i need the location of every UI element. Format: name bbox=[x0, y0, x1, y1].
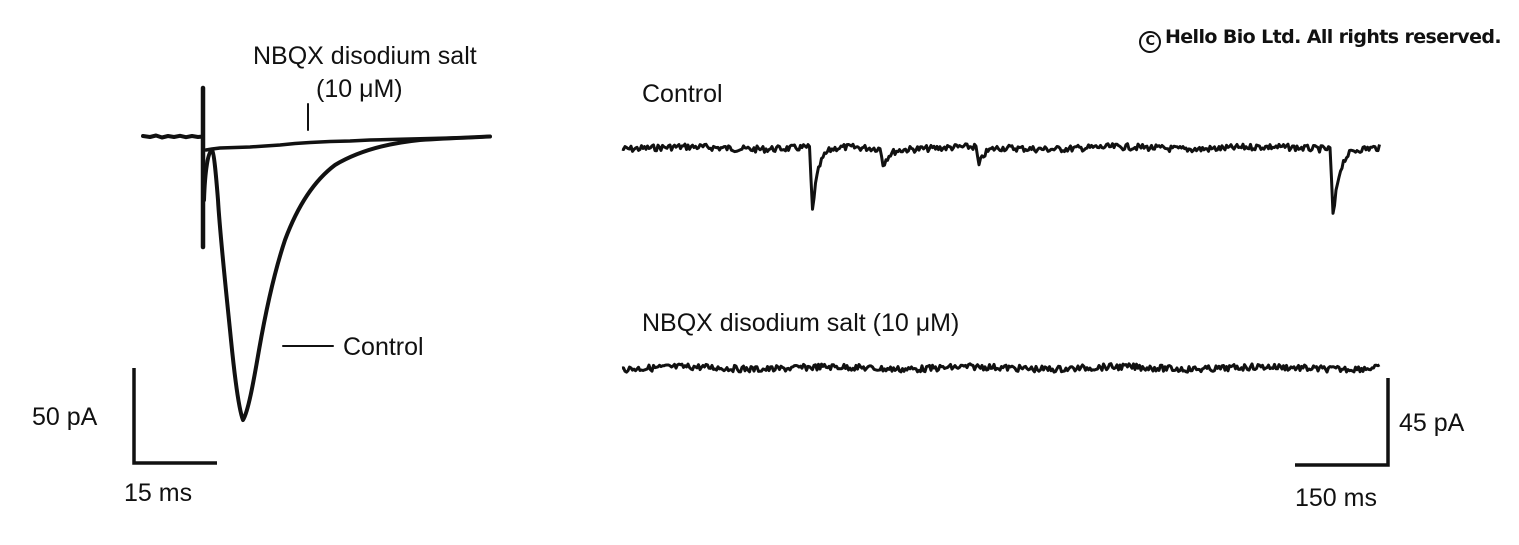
right-control-label: Control bbox=[642, 80, 723, 108]
control-evoked-trace bbox=[202, 134, 492, 422]
control-spontaneous-trace bbox=[621, 142, 1381, 215]
pre-stimulus-baseline bbox=[141, 133, 205, 140]
copyright-icon: C bbox=[1138, 31, 1161, 53]
left-evoked-traces bbox=[132, 85, 492, 465]
left-scale-x-label: 15 ms bbox=[124, 479, 193, 507]
right-spontaneous-traces bbox=[621, 142, 1390, 467]
right-scale-bar bbox=[1295, 378, 1390, 467]
left-nbqx-label-line2: (10 μM) bbox=[316, 75, 403, 103]
nbqx-spontaneous-trace bbox=[621, 362, 1381, 374]
left-control-label: Control bbox=[343, 333, 424, 361]
right-scale-x-label: 150 ms bbox=[1295, 484, 1377, 512]
copyright-text: Hello Bio Ltd. All rights reserved. bbox=[1164, 26, 1502, 48]
right-scale-y-label: 45 pA bbox=[1399, 409, 1465, 437]
left-scale-y-label: 50 pA bbox=[32, 403, 98, 431]
right-nbqx-label: NBQX disodium salt (10 μM) bbox=[642, 309, 960, 337]
left-nbqx-label-line1: NBQX disodium salt bbox=[253, 42, 477, 70]
left-scale-bar bbox=[132, 368, 217, 465]
